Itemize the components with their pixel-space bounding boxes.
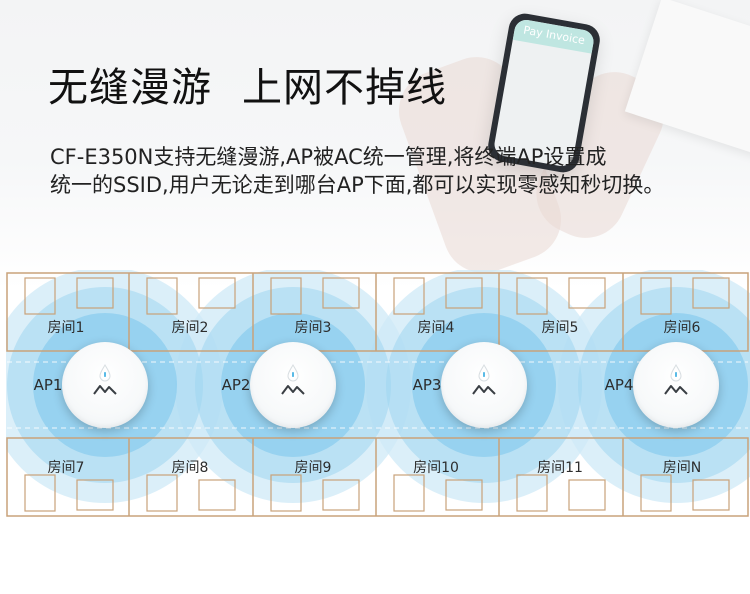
- furniture-bottom-b-3: [322, 479, 360, 511]
- access-point-device-2: [250, 342, 336, 428]
- room-label-bottom-4: 房间10: [413, 460, 459, 476]
- brand-logo-icon: [93, 385, 117, 395]
- furniture-top-b-5: [568, 277, 606, 309]
- furniture-bottom-b-1: [76, 479, 114, 511]
- furniture-bottom-a-5: [516, 474, 548, 512]
- room-label-bottom-3: 房间9: [294, 460, 332, 476]
- furniture-bottom-b-4: [445, 479, 483, 511]
- furniture-bottom-b-5: [568, 479, 606, 511]
- furniture-top-a-5: [516, 277, 548, 315]
- furniture-bottom-a-1: [24, 474, 56, 512]
- ap-label-1: AP1: [33, 376, 63, 394]
- furniture-bottom-a-2: [146, 474, 178, 512]
- ap-label-4: AP4: [604, 376, 634, 394]
- status-light-icon: [99, 364, 111, 382]
- room-label-bottom-5: 房间11: [537, 460, 583, 476]
- access-point-device-1: [62, 342, 148, 428]
- wall-top-row: [6, 272, 749, 352]
- furniture-top-b-2: [198, 277, 236, 309]
- furniture-top-b-1: [76, 277, 114, 309]
- hero-photo: Pay Invoice: [0, 0, 750, 290]
- floorplan-graphic: [6, 270, 750, 517]
- headline-part2: 上网不掉线: [242, 65, 447, 111]
- furniture-bottom-b-6: [692, 479, 730, 511]
- furniture-bottom-a-3: [270, 474, 302, 512]
- furniture-bottom-a-6: [640, 474, 672, 512]
- furniture-bottom-a-4: [393, 474, 425, 512]
- room-label-bottom-1: 房间7: [47, 460, 85, 476]
- room-label-top-3: 房间3: [294, 320, 332, 336]
- feature-description: CF-E350N支持无缝漫游,AP被AC统一管理,将终端AP设置成 统一的SSI…: [50, 143, 730, 199]
- headline-part1: 无缝漫游: [48, 65, 212, 111]
- furniture-top-a-2: [146, 277, 178, 315]
- room-label-bottom-2: 房间8: [171, 460, 209, 476]
- access-point-device-3: [441, 342, 527, 428]
- ap-label-3: AP3: [412, 376, 442, 394]
- ap-label-2: AP2: [221, 376, 251, 394]
- furniture-top-b-6: [692, 277, 730, 309]
- status-light-icon: [478, 364, 490, 382]
- access-point-device-4: [633, 342, 719, 428]
- furniture-top-a-3: [270, 277, 302, 315]
- room-label-top-5: 房间5: [541, 320, 579, 336]
- description-line-2: 统一的SSID,用户无论走到哪台AP下面,都可以实现零感知秒切换。: [50, 173, 665, 197]
- furniture-top-b-3: [322, 277, 360, 309]
- status-light-icon: [670, 364, 682, 382]
- room-label-top-2: 房间2: [171, 320, 209, 336]
- description-line-1: CF-E350N支持无缝漫游,AP被AC统一管理,将终端AP设置成: [50, 145, 607, 169]
- coverage-floorplan: 房间1 房间2 房间3 房间4 房间5 房间6 房间7 房间8 房间9 房间10 房间11 房间N AP…: [6, 270, 750, 520]
- brand-logo-icon: [472, 385, 496, 395]
- furniture-top-a-6: [640, 277, 672, 315]
- furniture-top-a-4: [393, 277, 425, 315]
- room-label-top-1: 房间1: [47, 320, 85, 336]
- room-label-top-4: 房间4: [417, 320, 455, 336]
- headline: 无缝漫游上网不掉线: [48, 64, 447, 112]
- phone-screen-title: Pay Invoice: [512, 18, 596, 54]
- wall-bottom-row: [6, 437, 749, 517]
- furniture-bottom-b-2: [198, 479, 236, 511]
- room-label-bottom-6: 房间N: [662, 460, 702, 476]
- status-light-icon: [287, 364, 299, 382]
- furniture-top-b-4: [445, 277, 483, 309]
- furniture-top-a-1: [24, 277, 56, 315]
- room-label-top-6: 房间6: [663, 320, 701, 336]
- brand-logo-icon: [664, 385, 688, 395]
- brand-logo-icon: [281, 385, 305, 395]
